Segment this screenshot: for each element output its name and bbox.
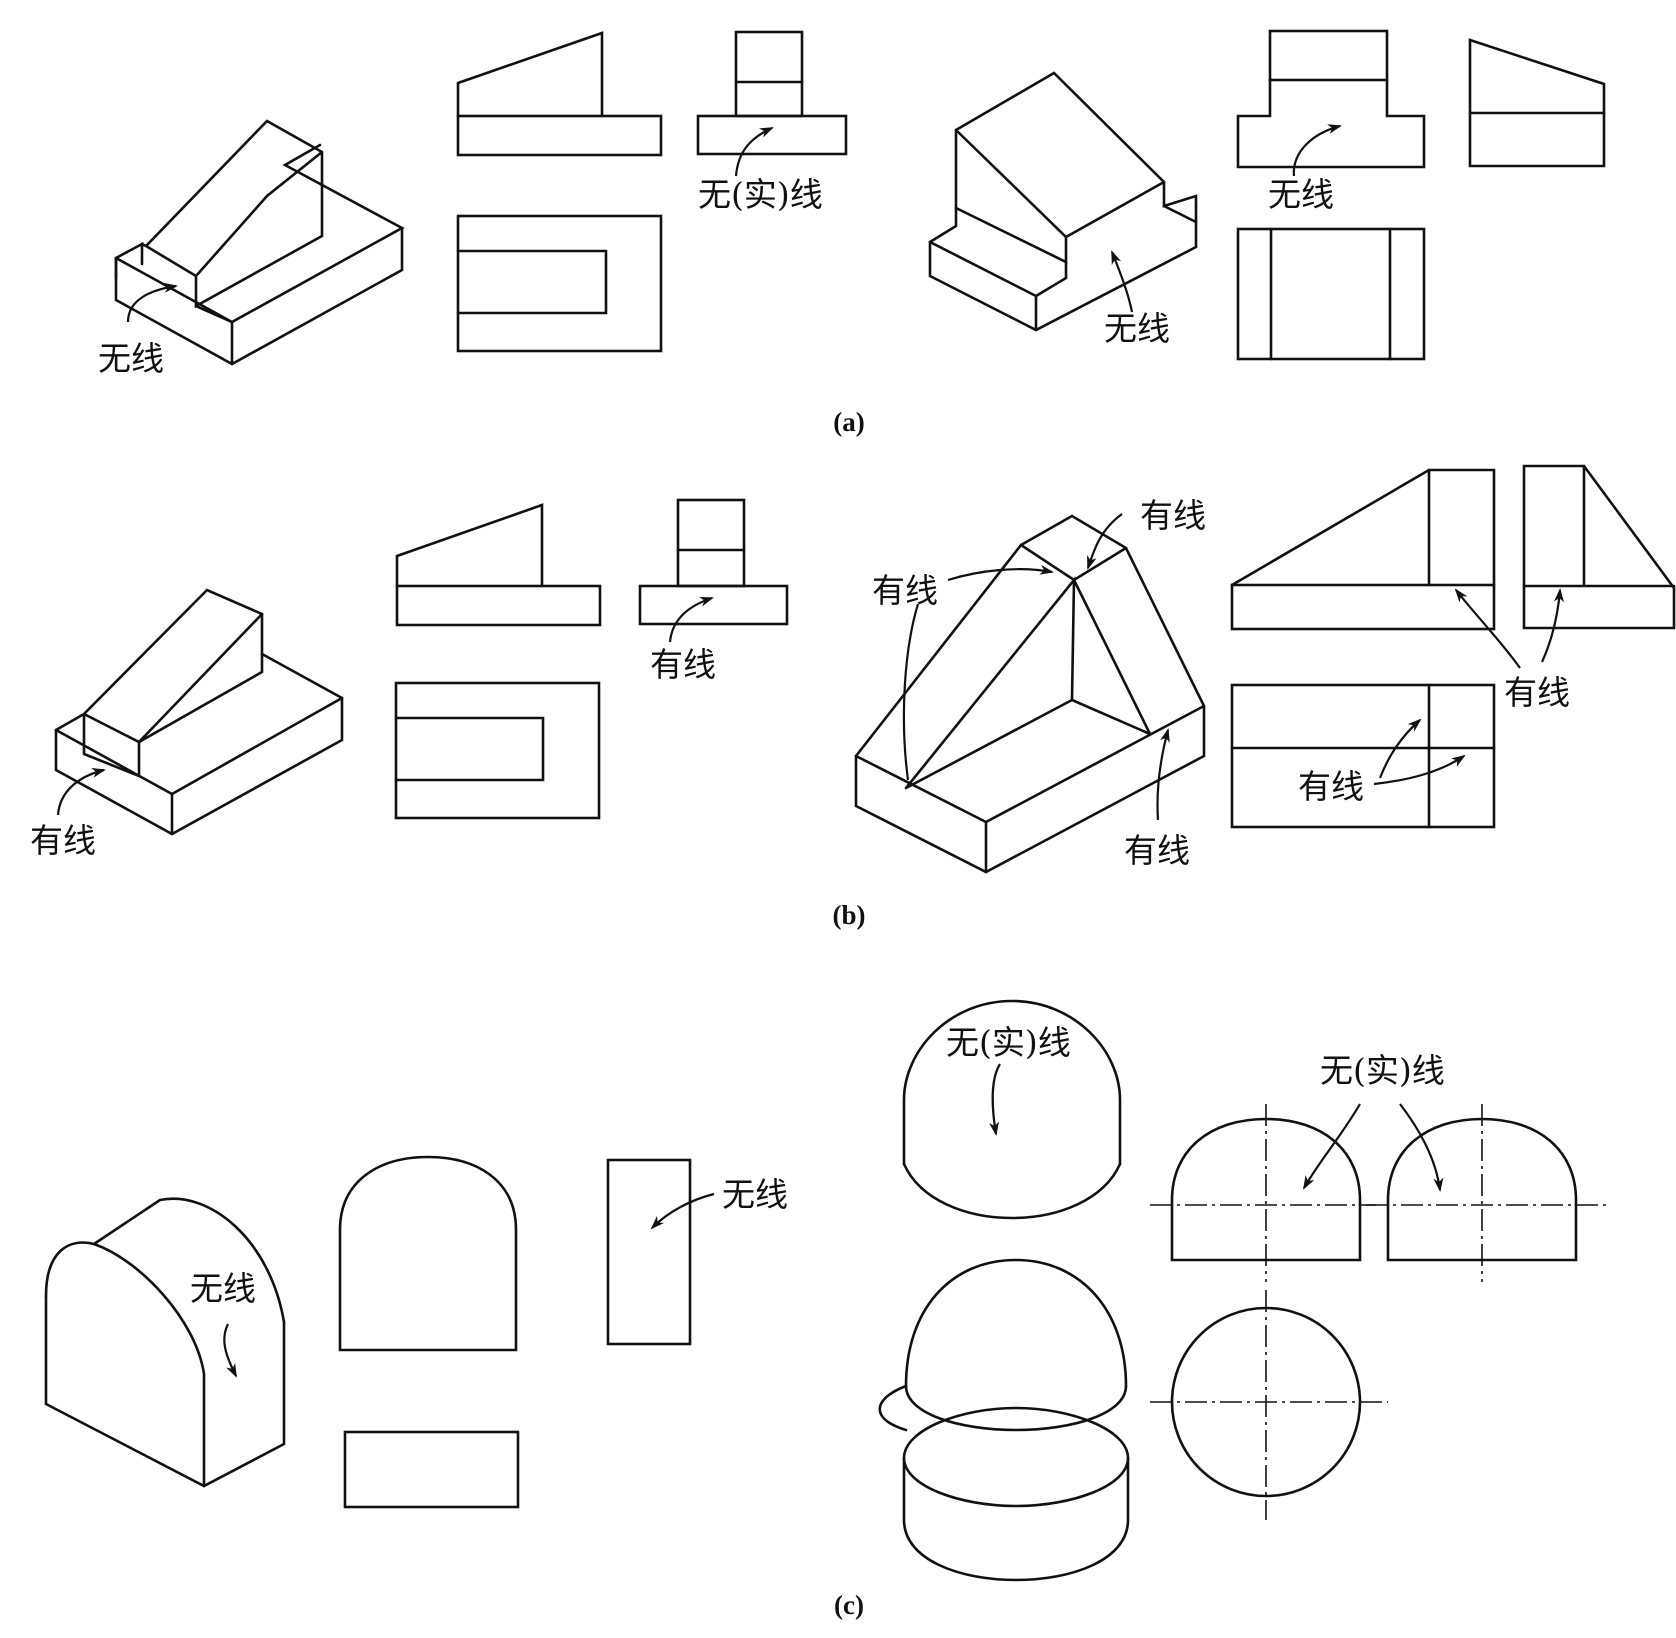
b2-views-leader-left <box>1454 588 1521 669</box>
c2-side-view <box>1366 1104 1610 1282</box>
b2-bottom-leader-arrow <box>1156 728 1170 821</box>
a2-iso-label: 无线 <box>1104 309 1170 348</box>
a1-iso-label: 无线 <box>98 339 164 378</box>
a2-side-view <box>1468 38 1606 168</box>
c1-isometric-view <box>44 1197 286 1488</box>
caption-a: (a) <box>833 407 864 437</box>
c2-view-leader-right <box>1399 1103 1444 1192</box>
a1-side-view <box>696 30 848 156</box>
b2-topview-leader-up <box>1378 718 1422 779</box>
c1-iso-leader-arrow <box>223 1323 237 1378</box>
a2-isometric-view <box>928 71 1198 332</box>
a2-front-label: 无线 <box>1268 175 1334 214</box>
caption-c: (c) <box>834 1590 864 1620</box>
a2-front-leader-arrow <box>1292 124 1342 177</box>
b1-iso-leader-arrow <box>56 768 106 816</box>
b1-front-view <box>395 503 602 627</box>
c2-hemisphere-cylinder-isometric <box>902 999 1122 1220</box>
a1-side-label: 无(实)线 <box>698 175 823 214</box>
c2-view-label: 无(实)线 <box>1320 1051 1445 1090</box>
a1-front-view <box>456 31 663 157</box>
c1-side-leader-arrow <box>650 1192 715 1230</box>
row-c: 无线 无线 无(实)线 无(实)线 (c <box>44 999 1610 1620</box>
b2-left-label: 有线 <box>872 571 938 610</box>
c1-side-label: 无线 <box>722 1175 788 1214</box>
b1-iso-label: 有线 <box>30 821 96 860</box>
c2-iso-label: 无(实)线 <box>946 1023 1071 1062</box>
c2-iso-leader-arrow <box>989 1063 1001 1136</box>
a2-front-view <box>1236 29 1426 169</box>
b2-topview-label: 有线 <box>1298 767 1364 806</box>
b2-side-view <box>1522 464 1676 630</box>
a1-isometric-view <box>114 119 405 366</box>
c2-view-leader-left <box>1303 1103 1361 1190</box>
a2-top-view <box>1236 227 1426 361</box>
b2-views-leader-right <box>1540 588 1564 663</box>
c1-front-view <box>338 1155 518 1352</box>
c2-top-view <box>1150 1290 1388 1520</box>
b2-bottom-label: 有线 <box>1124 831 1190 870</box>
b2-top-leader-arrow <box>1086 513 1123 570</box>
b2-left-leader-arrow <box>947 564 1054 582</box>
b1-side-label: 有线 <box>650 645 716 684</box>
b2-top-label: 有线 <box>1140 496 1206 535</box>
b2-topview-leader-right <box>1373 754 1466 786</box>
b1-side-leader-arrow <box>668 596 714 643</box>
c1-iso-label: 无线 <box>190 1269 256 1308</box>
b2-isometric-view <box>854 514 1206 874</box>
caption-b: (b) <box>833 900 866 930</box>
b2-top-view <box>1230 683 1496 829</box>
row-b: 有线 有线 有线 有线 有线 <box>30 464 1676 930</box>
b1-isometric-view <box>54 588 344 836</box>
c1-top-view <box>343 1430 520 1509</box>
a1-side-leader-arrow <box>734 126 774 177</box>
b2-front-view <box>1230 468 1496 631</box>
c2-exploded-isometric <box>878 1258 1130 1582</box>
b2-left-leader-line <box>902 603 920 781</box>
c2-front-view <box>1150 1104 1376 1282</box>
b1-side-view <box>638 498 789 626</box>
row-a: 无线 无(实)线 无线 无线 (a) <box>98 29 1606 437</box>
a1-top-view <box>456 214 663 353</box>
a1-iso-leader-arrow <box>126 282 178 323</box>
b2-views-label: 有线 <box>1504 673 1570 712</box>
b1-top-view <box>394 681 601 820</box>
a2-iso-leader-arrow <box>1110 250 1134 313</box>
c1-side-view <box>606 1158 692 1346</box>
